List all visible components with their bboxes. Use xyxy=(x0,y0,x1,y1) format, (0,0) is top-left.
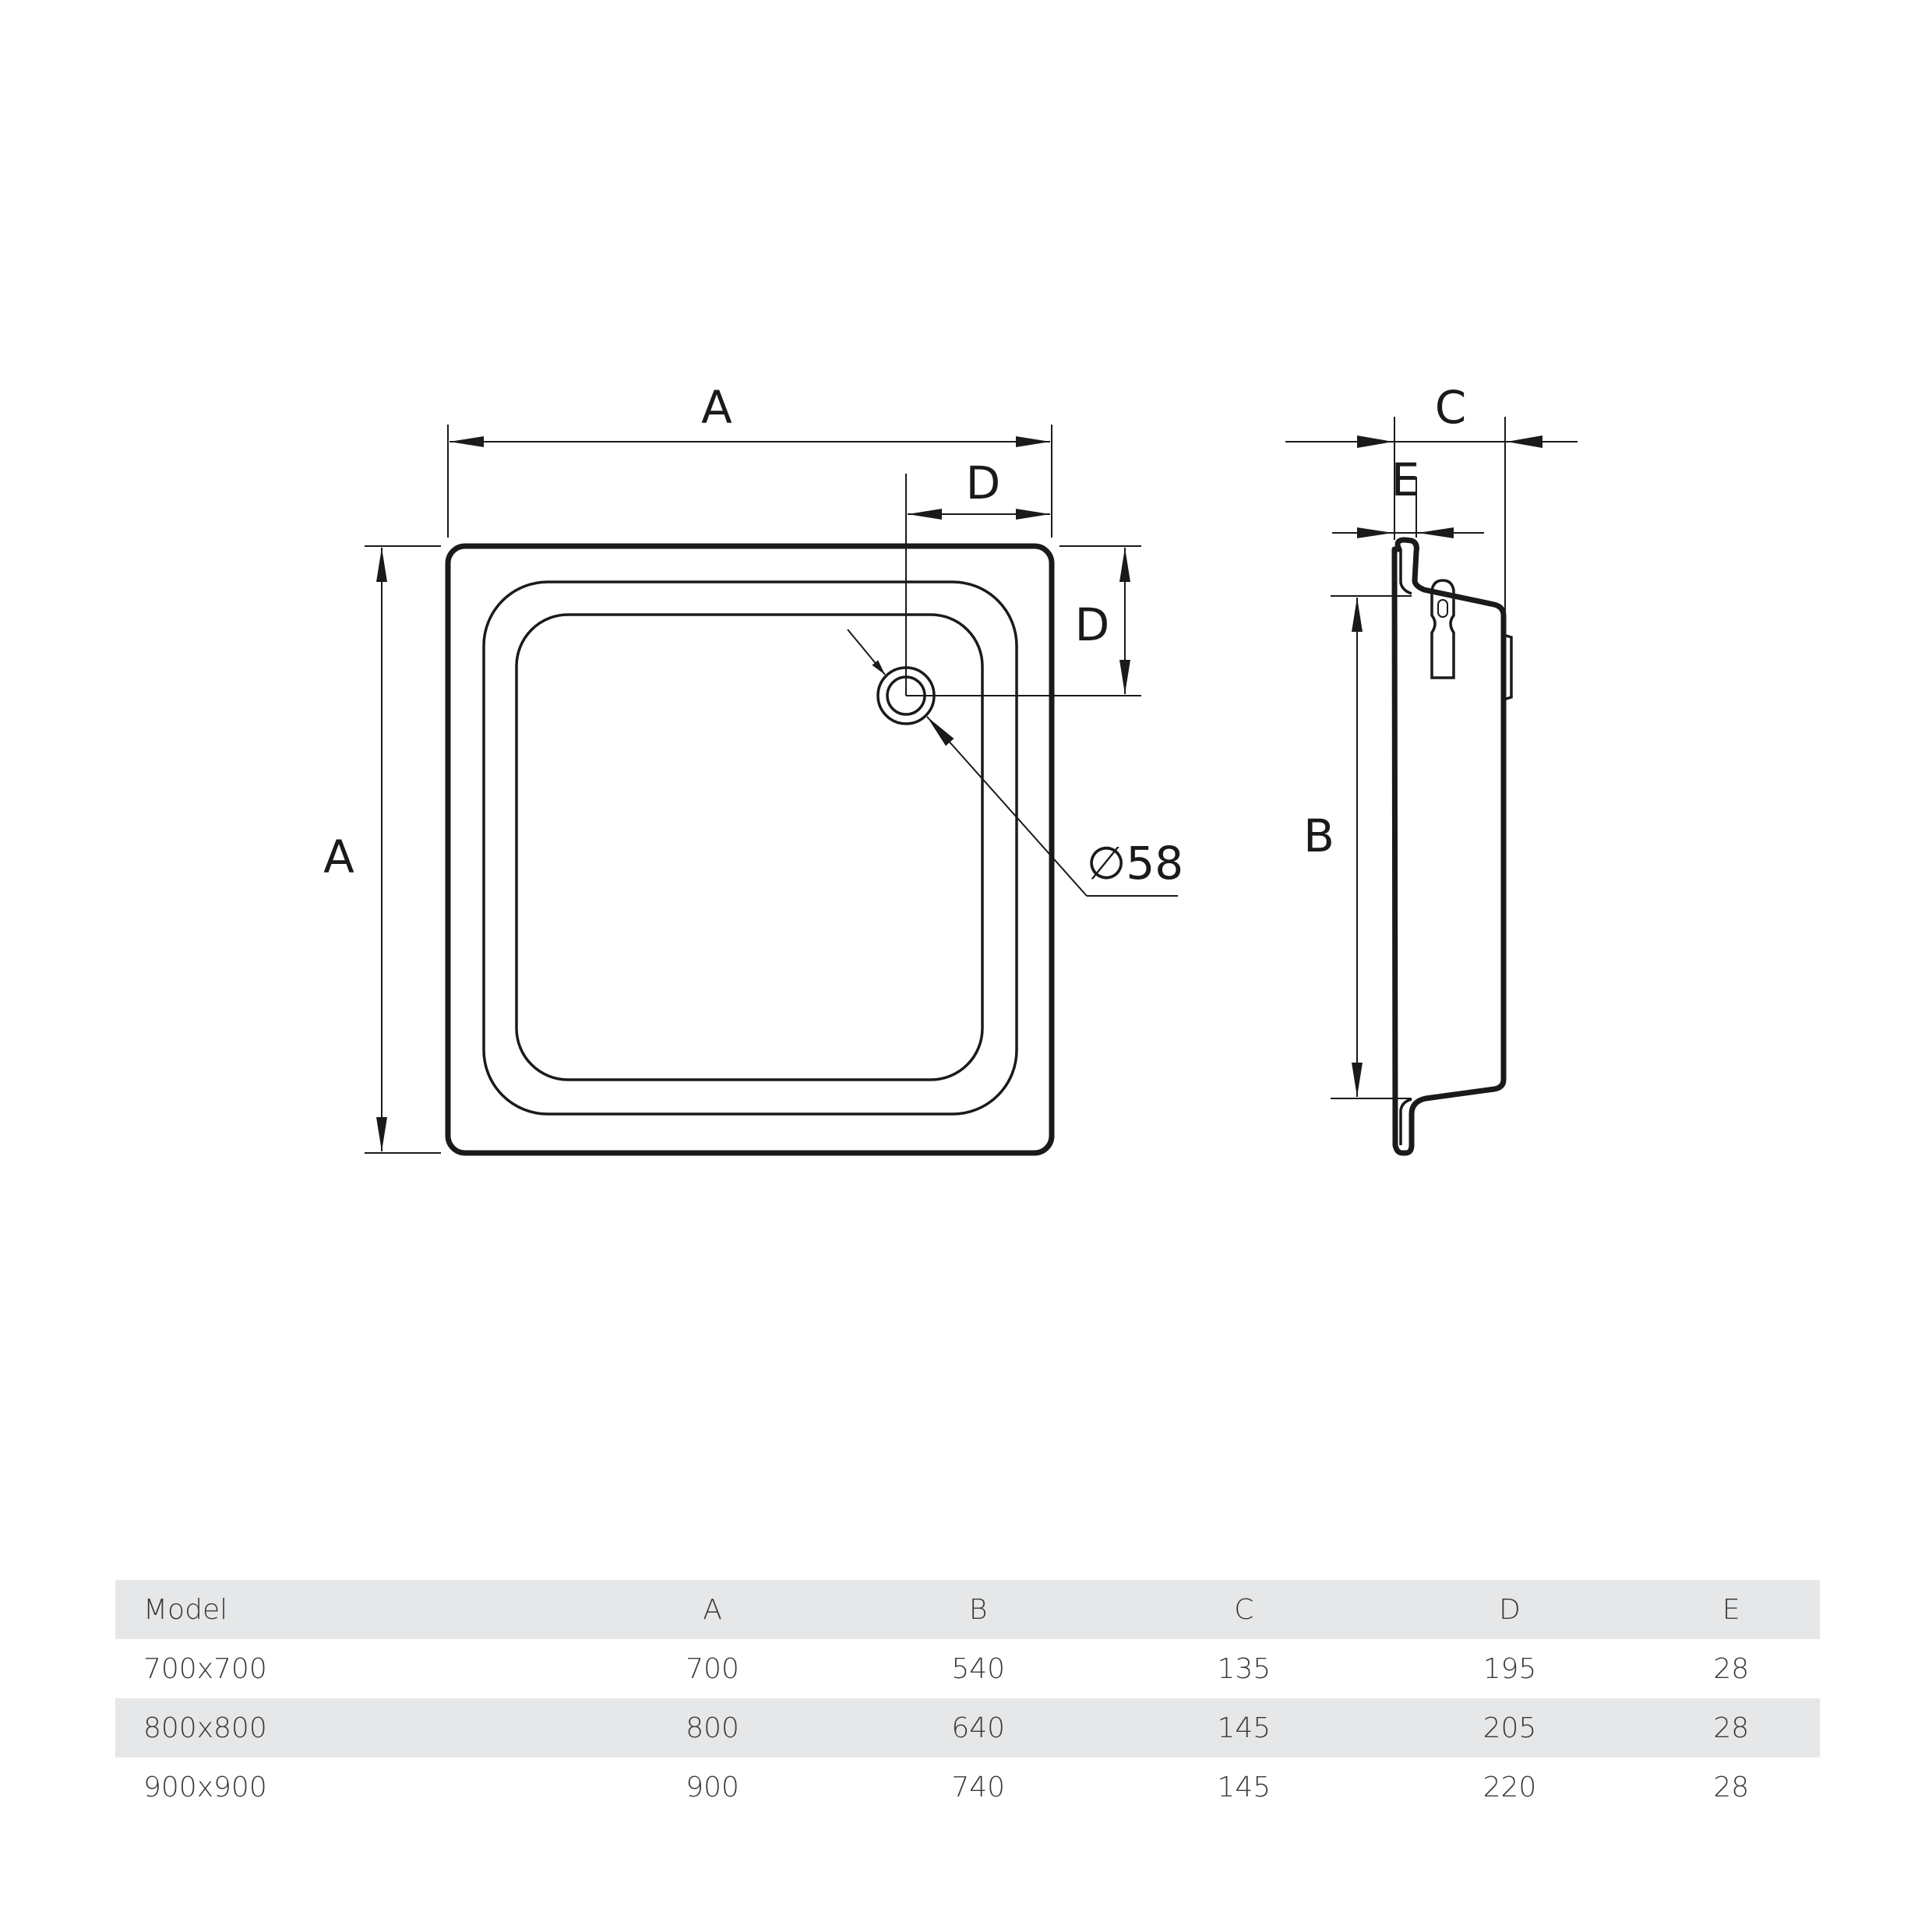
drain-stub xyxy=(1503,633,1513,701)
table-cell-e: 28 xyxy=(1713,1712,1750,1744)
top-view: A A D D ∅58 xyxy=(323,381,1183,1156)
table-cell-b: 740 xyxy=(951,1771,1006,1803)
table-cell-d: 205 xyxy=(1482,1712,1537,1744)
dim-e-arrow-left xyxy=(1357,527,1393,538)
hanger-slot xyxy=(1437,599,1448,618)
dim-d-vertical-label: D xyxy=(1075,598,1110,651)
side-view: C E B xyxy=(1285,381,1578,1156)
table-row: 900x900 900 740 145 220 28 xyxy=(115,1757,1820,1817)
table-cell-e: 28 xyxy=(1713,1652,1750,1685)
table-cell-a: 800 xyxy=(686,1712,739,1744)
dim-d-horizontal-label: D xyxy=(966,457,1001,509)
dim-a-vertical-label: A xyxy=(323,830,354,883)
tray-side-profile xyxy=(1391,537,1507,1156)
table-cell-c: 145 xyxy=(1217,1771,1271,1803)
table-cell-c: 135 xyxy=(1217,1652,1271,1685)
table-header-b: B xyxy=(968,1593,988,1626)
table-cell-a: 700 xyxy=(686,1652,739,1685)
tray-step-outline xyxy=(482,580,1018,1116)
table-cell-model: 900x900 xyxy=(143,1771,267,1803)
table-header-e: E xyxy=(1722,1593,1740,1626)
dim-e-label: E xyxy=(1391,453,1420,506)
tray-side-inner-rim-bottom xyxy=(1399,1098,1412,1145)
drain-diameter-leader xyxy=(926,716,1088,897)
dim-a-horizontal-label: A xyxy=(701,381,732,434)
table-cell-b: 640 xyxy=(951,1712,1006,1744)
table-header-a: A xyxy=(703,1593,722,1626)
table-cell-b: 540 xyxy=(951,1652,1006,1685)
table-header-model: Model xyxy=(143,1593,228,1626)
table-cell-a: 900 xyxy=(686,1771,739,1803)
table-cell-e: 28 xyxy=(1713,1771,1750,1803)
table-cell-model: 700x700 xyxy=(143,1652,267,1685)
dim-c-arrow-right xyxy=(1507,435,1542,448)
drain-diameter-label: ∅58 xyxy=(1087,837,1183,890)
table-header-row: Model A B C D E xyxy=(115,1580,1820,1639)
dim-c-arrow-left xyxy=(1357,435,1393,448)
table-header-c: C xyxy=(1234,1593,1254,1626)
table-row: 700x700 700 540 135 195 28 xyxy=(115,1639,1820,1698)
dim-c-label: C xyxy=(1435,381,1467,434)
table-cell-c: 145 xyxy=(1217,1712,1271,1744)
tray-outer-outline xyxy=(445,543,1055,1156)
table-row: 800x800 800 640 145 205 28 xyxy=(115,1698,1820,1757)
dim-e-arrow-right xyxy=(1418,527,1454,538)
drain-diameter-leader-top xyxy=(847,629,886,675)
technical-drawing: A A D D ∅58 C xyxy=(323,381,1578,1156)
tray-floor-outline xyxy=(515,613,984,1081)
dimensions-table: Model A B C D E 700x700 700 540 135 195 … xyxy=(115,1580,1820,1817)
tray-side-inner-rim-top xyxy=(1399,549,1412,595)
table-header-d: D xyxy=(1499,1593,1521,1626)
hanger-bracket xyxy=(1430,579,1455,679)
dim-b-label: B xyxy=(1303,809,1334,862)
table-cell-d: 195 xyxy=(1482,1652,1537,1685)
table-cell-model: 800x800 xyxy=(143,1712,267,1744)
table-cell-d: 220 xyxy=(1482,1771,1537,1803)
